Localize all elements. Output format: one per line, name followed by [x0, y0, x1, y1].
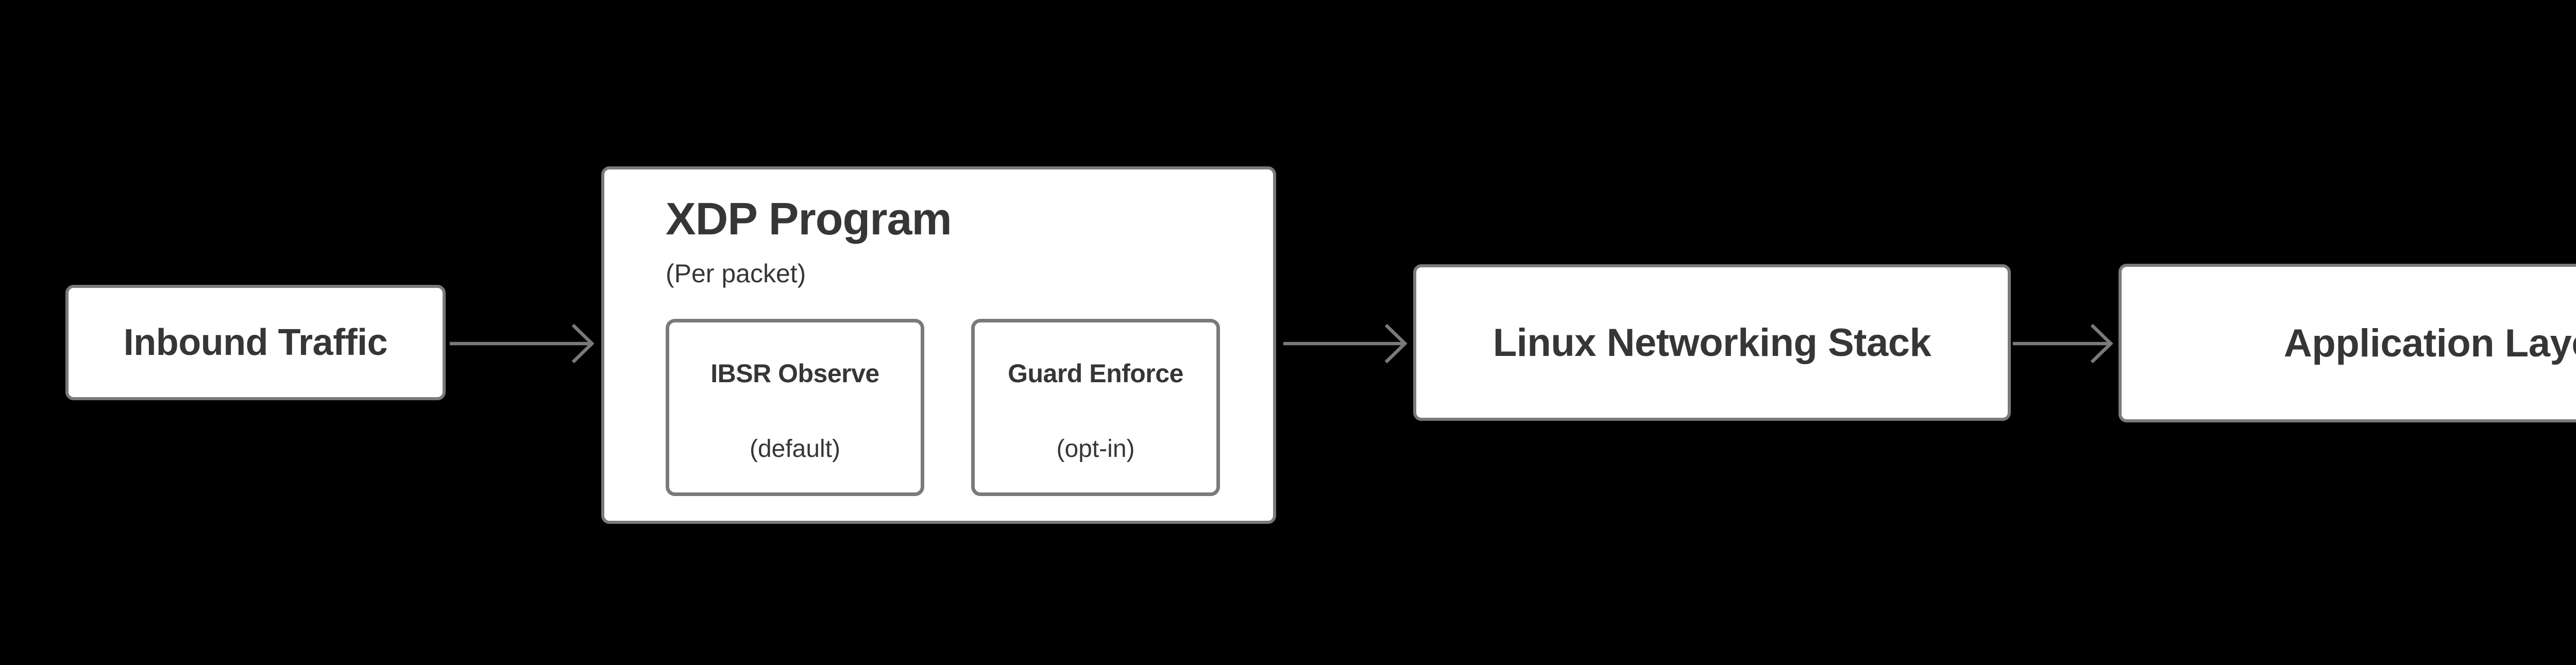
node-application-layer: Application Layer [2119, 264, 2576, 422]
ibsr-observe-caption: (default) [749, 435, 841, 463]
xdp-children-row: IBSR Observe (default) Guard Enforce (op… [666, 319, 1220, 496]
arrow-xdp-to-linux [1283, 323, 1408, 364]
guard-enforce-caption: (opt-in) [1056, 435, 1135, 463]
guard-enforce-label: Guard Enforce [1008, 359, 1183, 388]
arrow-inbound-to-xdp [450, 323, 595, 364]
linux-networking-stack-label: Linux Networking Stack [1493, 320, 1931, 365]
subnode-ibsr-observe: IBSR Observe (default) [666, 319, 924, 496]
node-inbound-traffic: Inbound Traffic [65, 285, 446, 400]
node-linux-networking-stack: Linux Networking Stack [1413, 264, 2011, 421]
node-xdp-program: XDP Program (Per packet) IBSR Observe (d… [601, 166, 1276, 524]
arrow-linux-to-app [2013, 323, 2113, 364]
application-layer-label: Application Layer [2283, 321, 2576, 365]
subnode-guard-enforce: Guard Enforce (opt-in) [971, 319, 1220, 496]
xdp-program-subtitle: (Per packet) [666, 259, 806, 288]
inbound-traffic-label: Inbound Traffic [123, 322, 388, 363]
xdp-program-title: XDP Program [666, 193, 952, 244]
ibsr-observe-label: IBSR Observe [710, 359, 879, 388]
